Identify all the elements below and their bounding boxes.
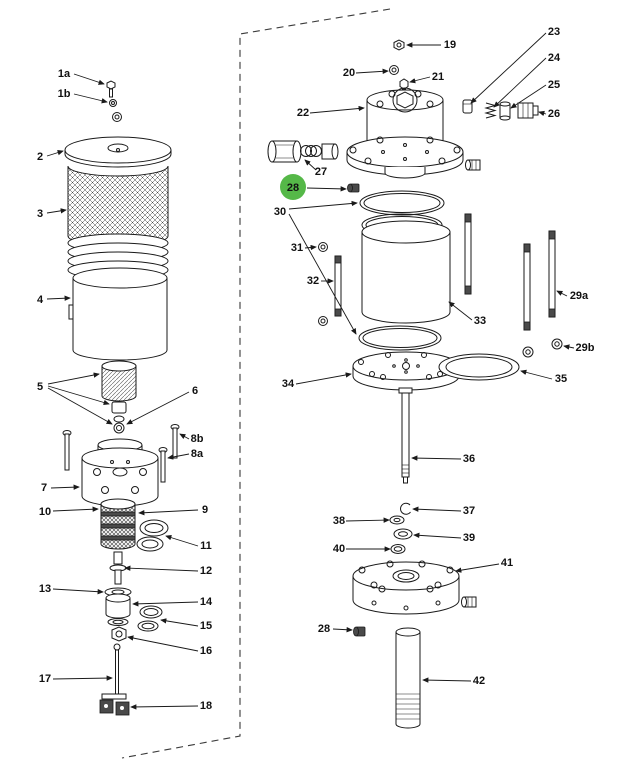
part-cover-disc-2 <box>64 136 172 168</box>
callout-39: 39 <box>463 532 475 544</box>
callout-28[interactable]: 28 <box>287 182 299 194</box>
part-oring-40 <box>390 544 406 554</box>
callout-15: 15 <box>200 620 212 632</box>
part-bearing-39 <box>393 528 413 540</box>
callout-5: 5 <box>37 381 43 393</box>
part-screw-1a <box>106 80 116 98</box>
part-spring-24 <box>484 102 497 119</box>
part-canister-4 <box>68 267 168 361</box>
callout-33: 33 <box>474 315 486 327</box>
part-orings-15 <box>137 605 163 632</box>
part-rod-17 <box>113 643 121 699</box>
part-clamp-18 <box>99 693 130 716</box>
callout-40: 40 <box>333 543 345 555</box>
callout-20: 20 <box>343 67 355 79</box>
part-side-plug-41 <box>461 596 477 608</box>
callouts: 1a 1b 2 3 4 5 6 8b 8a 7 10 9 11 12 13 14… <box>37 26 595 712</box>
part-ring-6 <box>113 422 125 434</box>
callout-25: 25 <box>548 79 560 91</box>
part-plug-right <box>465 159 481 171</box>
callout-22: 22 <box>297 107 309 119</box>
callout-29b: 29b <box>576 342 595 354</box>
callout-14: 14 <box>200 596 213 608</box>
callout-8a: 8a <box>191 448 204 460</box>
callout-2: 2 <box>37 151 43 163</box>
highlight-circle <box>280 174 306 200</box>
callout-38: 38 <box>333 515 345 527</box>
part-valve-block-5 <box>101 360 137 423</box>
part-nut-19 <box>393 39 405 51</box>
callout-36: 36 <box>463 453 475 465</box>
part-nut-16 <box>111 626 127 642</box>
part-bottom-flange-41 <box>352 560 460 615</box>
part-tie-rods-29a <box>464 213 556 331</box>
part-filter-element-3 <box>67 165 169 280</box>
leader-lines <box>46 32 575 710</box>
callout-3: 3 <box>37 208 43 220</box>
part-housing-7 <box>81 438 159 507</box>
part-seal-rings-11 <box>136 519 169 552</box>
part-bolts-8 <box>62 424 180 483</box>
part-pin-23 <box>462 99 473 114</box>
part-sleeve-14 <box>105 593 131 626</box>
part-fittings-27 <box>267 140 339 163</box>
part-sleeve-25 <box>499 101 511 121</box>
right-assembly <box>267 39 563 729</box>
part-cylinder-33 <box>361 220 451 324</box>
part-oring-lower-30 <box>358 325 442 351</box>
part-plug-28b <box>353 626 366 637</box>
part-pipe-42 <box>395 627 421 729</box>
callout-29a: 29a <box>570 290 589 302</box>
part-washers-1b <box>109 99 122 122</box>
callout-7: 7 <box>41 482 47 494</box>
part-flange-34 <box>352 351 460 391</box>
callout-4: 4 <box>37 294 44 306</box>
callout-1a: 1a <box>58 68 71 80</box>
part-strainer-9-10 <box>100 498 136 550</box>
callout-28b: 28 <box>318 623 330 635</box>
part-stem-12 <box>109 551 127 585</box>
callout-24: 24 <box>548 52 561 64</box>
part-stud-32 <box>318 255 342 326</box>
callout-35: 35 <box>555 373 567 385</box>
left-assembly <box>62 80 180 716</box>
callout-37: 37 <box>463 505 475 517</box>
callout-9: 9 <box>202 504 208 516</box>
callout-16: 16 <box>200 645 212 657</box>
callout-41: 41 <box>501 557 513 569</box>
callout-11: 11 <box>200 540 212 552</box>
callout-42: 42 <box>473 675 485 687</box>
callout-19: 19 <box>444 39 456 51</box>
part-shaft-36 <box>398 387 413 484</box>
callout-6: 6 <box>192 385 198 397</box>
callout-26: 26 <box>548 108 560 120</box>
part-washers-29b <box>522 338 563 358</box>
callout-32: 32 <box>307 275 319 287</box>
part-washer-20 <box>389 65 399 75</box>
part-circlip-37 <box>400 502 411 515</box>
part-oring-31 <box>318 242 328 252</box>
callout-31: 31 <box>291 242 303 254</box>
callout-13: 13 <box>39 583 51 595</box>
callout-17: 17 <box>39 673 51 685</box>
part-top-flange-22 <box>346 87 464 179</box>
callout-27: 27 <box>315 166 327 178</box>
part-washer-38 <box>389 515 405 525</box>
part-gasket-35 <box>438 353 520 381</box>
callout-10: 10 <box>39 506 51 518</box>
callout-23: 23 <box>548 26 560 38</box>
callout-1b: 1b <box>58 88 71 100</box>
part-plug-28 <box>347 183 360 193</box>
section-boundary <box>121 8 391 759</box>
callout-18: 18 <box>200 700 212 712</box>
part-plug-26 <box>517 102 539 119</box>
callout-21: 21 <box>432 71 444 83</box>
highlighted-callout-28[interactable]: 28 <box>280 174 306 200</box>
callout-12: 12 <box>200 565 212 577</box>
callout-34: 34 <box>282 378 295 390</box>
callout-30: 30 <box>274 206 286 218</box>
callout-8b: 8b <box>191 433 204 445</box>
